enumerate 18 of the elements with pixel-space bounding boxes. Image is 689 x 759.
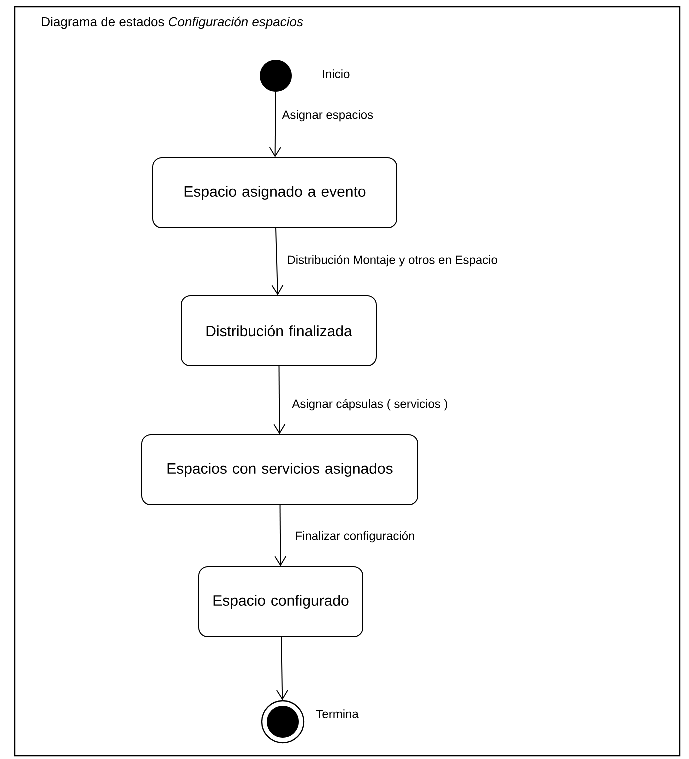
arrow [274, 505, 287, 566]
arrow [276, 637, 288, 700]
edge-label: Finalizar configuración [294, 530, 416, 544]
state-box: Espacios con servicios asignados [142, 434, 418, 506]
edge-label: Asignar espacios [281, 109, 375, 123]
edge-label: Distribución Montaje y otros en Espacio [286, 254, 499, 268]
initial-state [260, 60, 292, 92]
state-box: Espacio asignado a evento [152, 158, 398, 228]
edge-label: Asignar cápsulas ( servicios ) [291, 398, 450, 412]
arrow [272, 228, 284, 296]
state-label: Inicio [323, 70, 350, 78]
title: Diagrama de estados Configuración espacios [42, 16, 304, 30]
arrow [274, 366, 286, 434]
final-state [261, 700, 305, 744]
state-box: Espacio configurado [198, 566, 364, 638]
state-box: Distribución finalizada [181, 296, 377, 366]
state-label: Termina [316, 710, 359, 718]
arrow [269, 92, 282, 158]
